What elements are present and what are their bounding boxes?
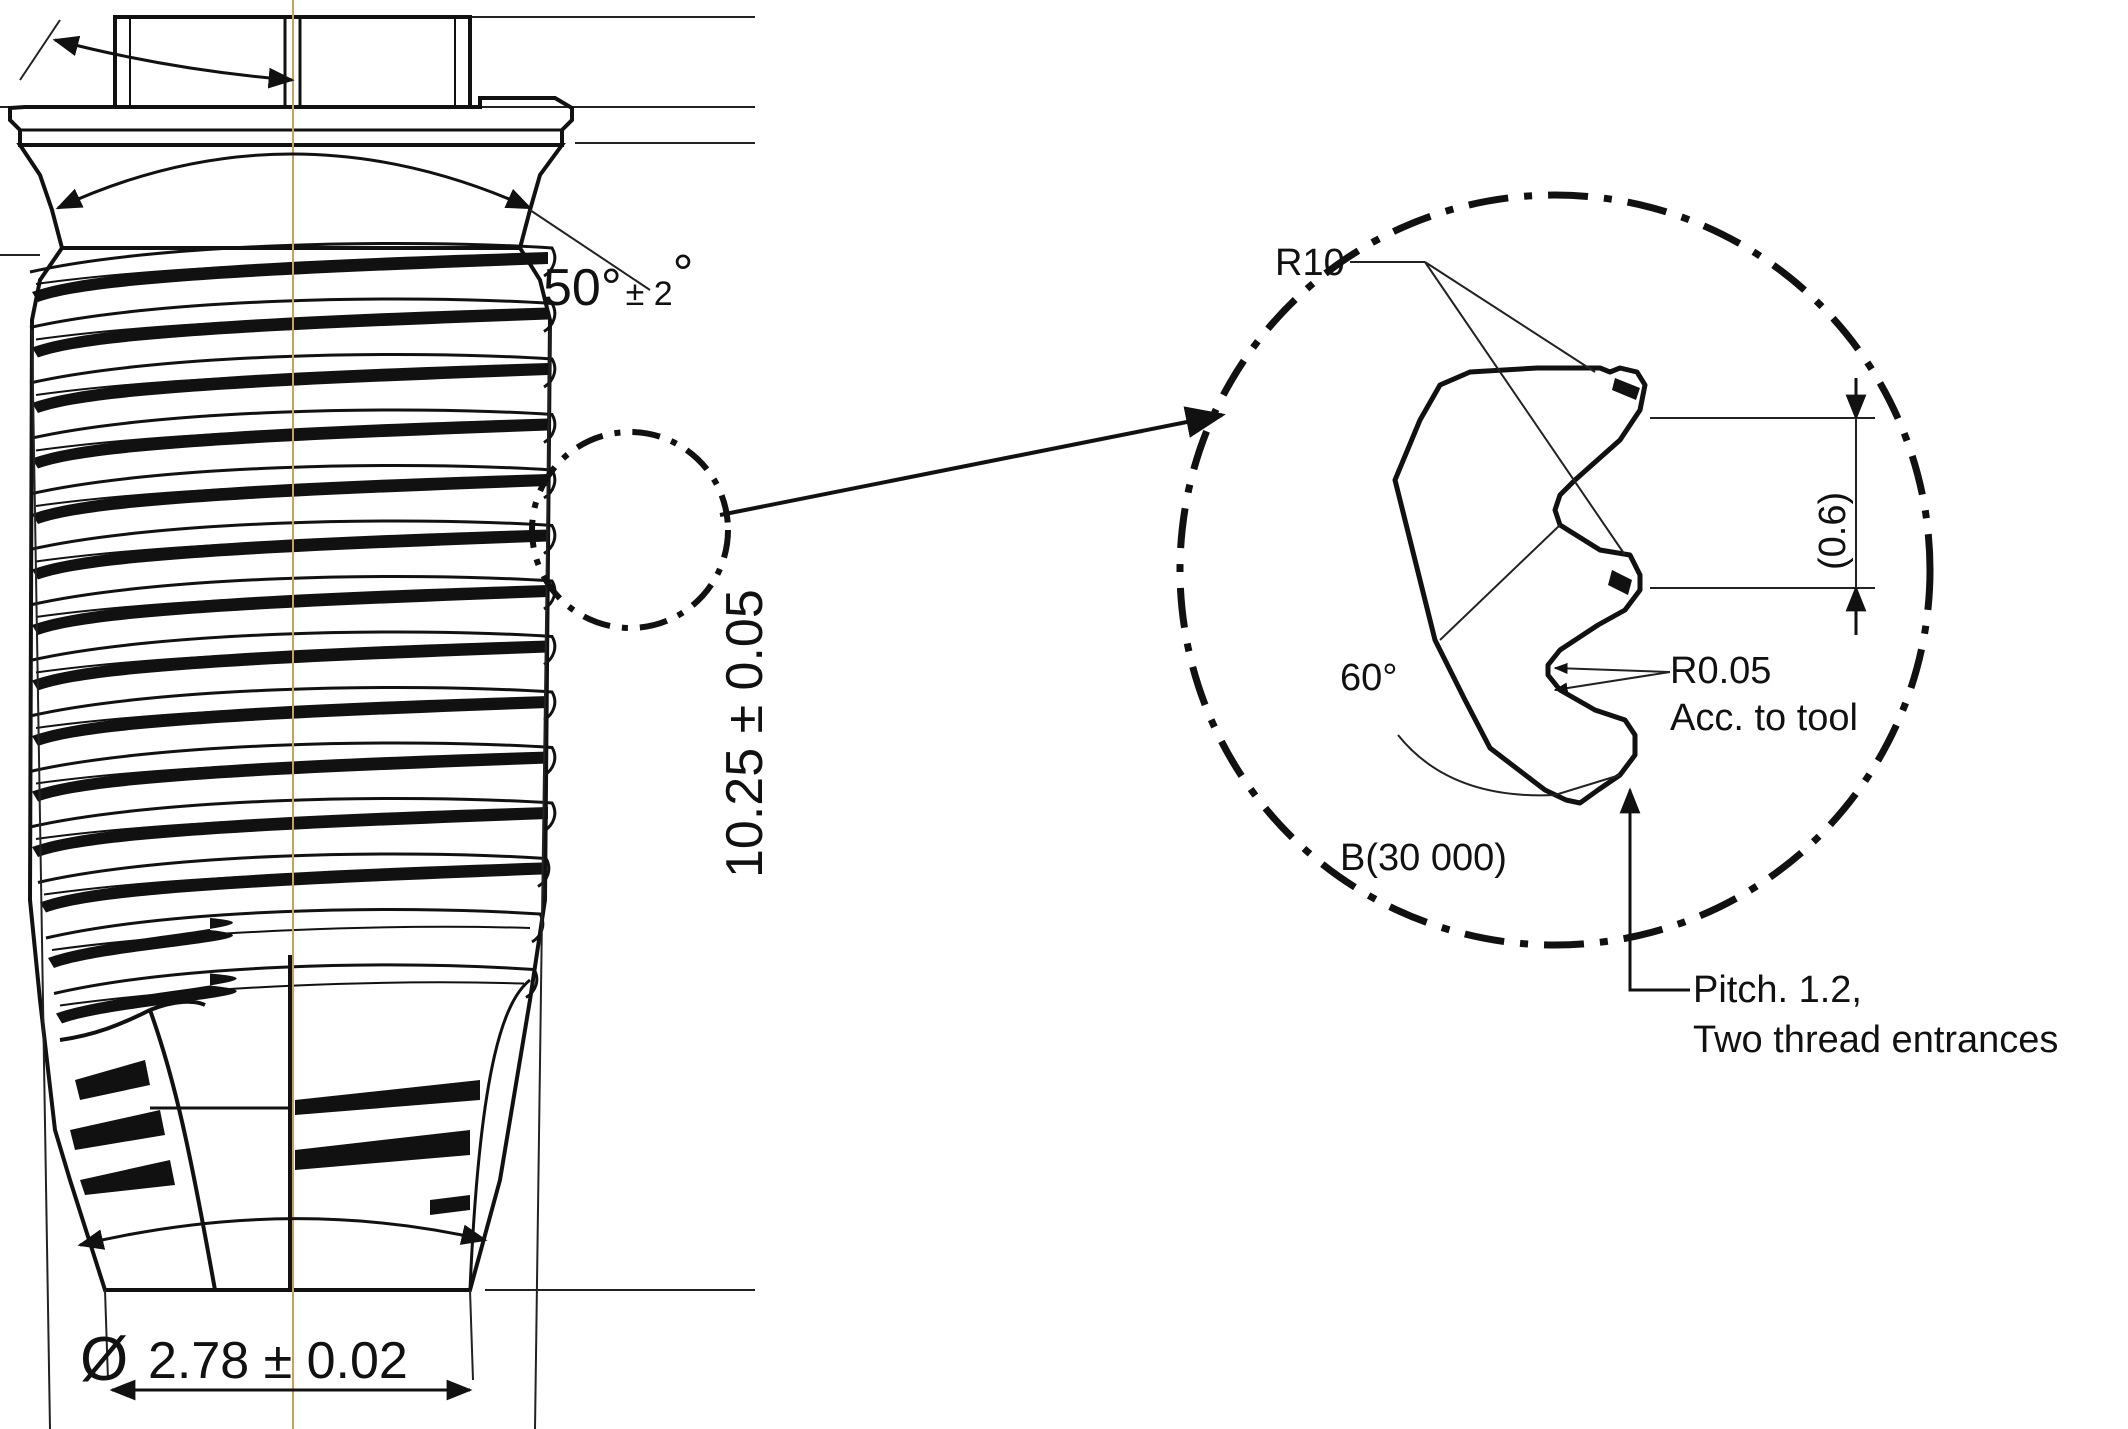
thread-band bbox=[40, 862, 542, 913]
thread-band bbox=[32, 751, 548, 802]
radius-small-note: Acc. to tool bbox=[1670, 697, 1858, 739]
extension-line bbox=[104, 1289, 109, 1381]
apex-angle-arc bbox=[77, 1217, 488, 1250]
hex-angle-dimension bbox=[52, 35, 295, 89]
thread-flank bbox=[59, 981, 525, 1007]
thread-profile bbox=[1392, 365, 1648, 806]
thread-band bbox=[32, 529, 548, 580]
thread-band bbox=[32, 363, 548, 413]
thread-band bbox=[32, 252, 548, 302]
thread-band bbox=[32, 474, 548, 524]
implant-platform bbox=[8, 96, 574, 147]
detail-scale-label: B(30 000) bbox=[1340, 837, 1507, 879]
thread-band bbox=[32, 640, 548, 691]
collar-angle-label: 50°± 2° bbox=[543, 245, 693, 317]
pitch-label-line1: Pitch. 1.2, bbox=[1693, 969, 1862, 1011]
detail-magnified-circle bbox=[1176, 191, 1934, 949]
implant-length-label: 10.25 ± 0.05 bbox=[716, 589, 774, 878]
thread-band bbox=[56, 973, 237, 1024]
thread-crest bbox=[29, 741, 557, 777]
flank-angle-label: 60° bbox=[1340, 657, 1397, 699]
thread-group bbox=[29, 241, 557, 1024]
thread-crest bbox=[45, 907, 545, 944]
thread-crest bbox=[29, 241, 557, 278]
thread-band bbox=[48, 918, 233, 968]
thread-crest bbox=[29, 685, 557, 722]
radius-large-label: R10 bbox=[1275, 242, 1345, 284]
implant-body bbox=[0, 0, 755, 1429]
implant-collar bbox=[16, 143, 566, 250]
thread-band bbox=[32, 585, 548, 635]
apex-diameter-symbol: Ø bbox=[80, 1325, 128, 1394]
thread-crest bbox=[53, 963, 539, 999]
thread-band bbox=[32, 807, 548, 857]
thread-crest bbox=[29, 463, 557, 500]
thread-crest bbox=[29, 796, 557, 833]
thread-crest bbox=[29, 352, 557, 389]
pitch-label-line2: Two thread entrances bbox=[1693, 1019, 2058, 1061]
extension-line bbox=[534, 329, 551, 1429]
apex-diameter-label: 2.78 ± 0.02 bbox=[148, 1332, 408, 1390]
extension-line bbox=[469, 1289, 474, 1381]
thread-flank bbox=[43, 870, 537, 896]
thread-crest bbox=[37, 852, 551, 888]
thread-crest bbox=[29, 297, 557, 333]
pitch-half-label: (0.6) bbox=[1812, 492, 1854, 570]
thread-crest bbox=[29, 408, 557, 444]
collar-angle-arc bbox=[55, 152, 533, 210]
thread-band bbox=[32, 418, 548, 469]
radius-small-label: R0.05 bbox=[1670, 650, 1771, 692]
thread-crest bbox=[29, 630, 557, 666]
thread-band bbox=[32, 307, 548, 358]
thread-flank bbox=[51, 925, 531, 951]
detail-callout-small-circle bbox=[529, 429, 731, 631]
thread-profile-detail bbox=[1350, 261, 1875, 992]
detail-pointer-arrow bbox=[719, 406, 1226, 517]
thread-band bbox=[32, 696, 548, 746]
extension-line bbox=[31, 329, 51, 1429]
thread-crest bbox=[29, 519, 557, 555]
